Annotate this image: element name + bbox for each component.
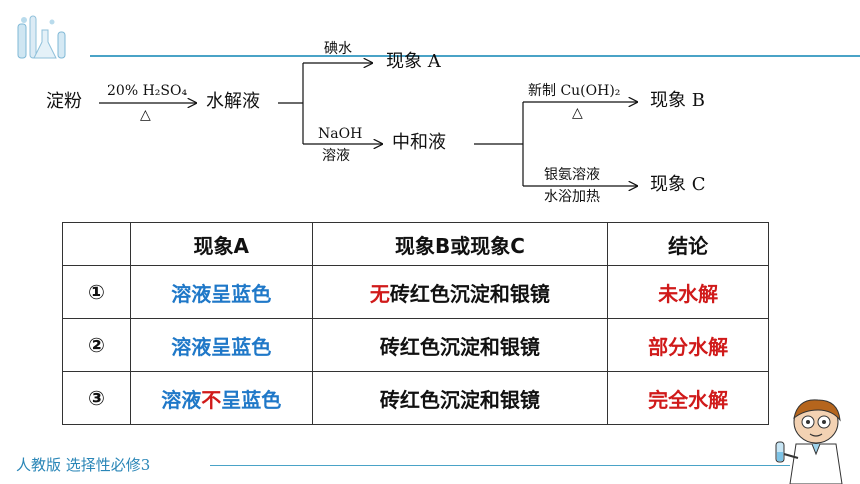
conclusion-cell: 部分水解	[607, 318, 769, 372]
table-row: ③ 溶液不呈蓝色 砖红色沉淀和银镜 完全水解	[62, 371, 769, 425]
results-table: 现象A 现象B或现象C 结论 ① 溶液呈蓝色 无砖红色沉淀和银镜 未水解 ② 溶…	[62, 222, 769, 425]
naoh-solution-label: 溶液	[322, 148, 350, 164]
header-conclusion: 结论	[607, 222, 769, 266]
phenomenon-bc-text: 砖红色沉淀和银镜	[379, 334, 540, 359]
header-index	[62, 222, 131, 266]
copper-hydroxide-reagent: 新制 Cu(OH)₂	[528, 83, 621, 99]
starch-label: 淀粉	[46, 91, 82, 112]
naoh-reagent: NaOH	[318, 126, 363, 142]
phenomenon-b-label: 现象 B	[650, 90, 705, 111]
phenomenon-bc-text: 砖红色沉淀和银镜	[379, 387, 540, 412]
table-row: ① 溶液呈蓝色 无砖红色沉淀和银镜 未水解	[62, 265, 769, 319]
conclusion-cell: 未水解	[607, 265, 769, 319]
lab-glassware-icon	[17, 15, 66, 59]
phenomenon-a-text: 溶液呈蓝色	[171, 281, 272, 306]
header-phenomenon-bc: 现象B或现象C	[311, 222, 609, 266]
footer-divider	[210, 465, 790, 466]
footer-text: 人教版 选择性必修3	[16, 456, 151, 474]
negation-text: 不	[201, 387, 222, 412]
phenomenon-a-label: 现象 A	[386, 51, 441, 72]
phenomenon-bc-text: 砖红色沉淀和银镜	[389, 281, 550, 306]
phenomenon-a-text-end: 呈蓝色	[221, 387, 282, 412]
negation-text: 无	[369, 281, 390, 306]
row-number: ③	[62, 371, 131, 425]
phenomenon-bc-cell: 无砖红色沉淀和银镜	[311, 265, 609, 319]
reagent-sulfuric-acid: 20% H₂SO₄	[107, 83, 188, 99]
phenomenon-a-cell: 溶液呈蓝色	[129, 265, 313, 319]
header-phenomenon-a: 现象A	[129, 222, 313, 266]
water-bath-label: 水浴加热	[544, 189, 600, 205]
table-row: ② 溶液呈蓝色 砖红色沉淀和银镜 部分水解	[62, 318, 769, 372]
row-number: ②	[62, 318, 131, 372]
heat-symbol-2: △	[572, 105, 583, 121]
phenomenon-a-cell: 溶液呈蓝色	[129, 318, 313, 372]
iodine-reagent: 碘水	[324, 41, 352, 57]
scientist-mascot-icon	[775, 399, 843, 484]
phenomenon-bc-cell: 砖红色沉淀和银镜	[311, 371, 609, 425]
phenomenon-a-cell: 溶液不呈蓝色	[129, 371, 313, 425]
conclusion-cell: 完全水解	[607, 371, 769, 425]
phenomenon-a-text-start: 溶液	[161, 387, 202, 412]
heat-symbol: △	[140, 107, 151, 123]
phenomenon-bc-cell: 砖红色沉淀和银镜	[311, 318, 609, 372]
row-number: ①	[62, 265, 131, 319]
silver-ammonia-reagent: 银氨溶液	[544, 167, 600, 183]
phenomenon-c-label: 现象 C	[650, 174, 706, 195]
header-divider	[90, 55, 860, 57]
phenomenon-a-text: 溶液呈蓝色	[171, 334, 272, 359]
table-header-row: 现象A 现象B或现象C 结论	[62, 222, 769, 266]
neutralized-solution-label: 中和液	[392, 132, 446, 153]
hydrolysate-label: 水解液	[206, 91, 260, 112]
flow-diagram-lines	[99, 0, 860, 220]
